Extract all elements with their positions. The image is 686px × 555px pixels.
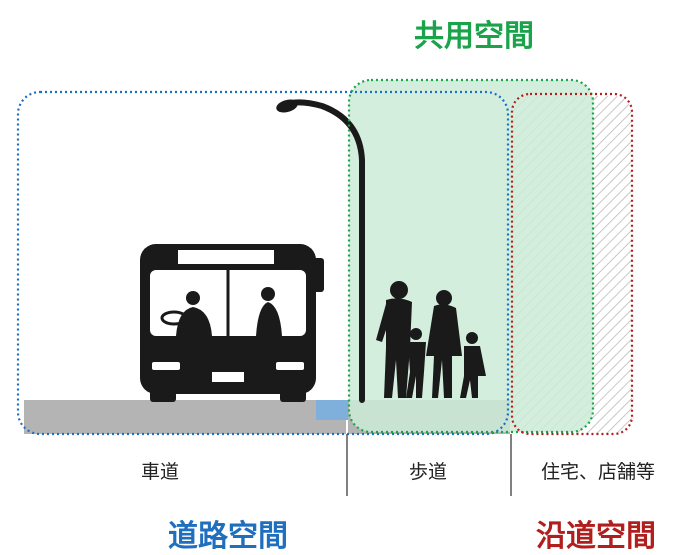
roadside-space-title: 沿道空間 [536, 519, 656, 554]
road-space-title: 道路空間 [168, 519, 288, 554]
buildings-label: 住宅、店舗等 [541, 461, 655, 483]
street-lamp-icon [276, 99, 365, 403]
road-space-outline [16, 90, 510, 436]
shared-space-outline [347, 78, 595, 434]
family-icon [376, 281, 486, 398]
sidewalk-label: 歩道 [409, 461, 447, 483]
bus-icon [140, 244, 324, 402]
shared-space-title: 共用空間 [414, 19, 534, 54]
curb-marking [316, 400, 348, 420]
roadside-space-outline [510, 92, 634, 436]
roadway-label: 車道 [141, 461, 179, 483]
roadway-surface [24, 400, 346, 434]
